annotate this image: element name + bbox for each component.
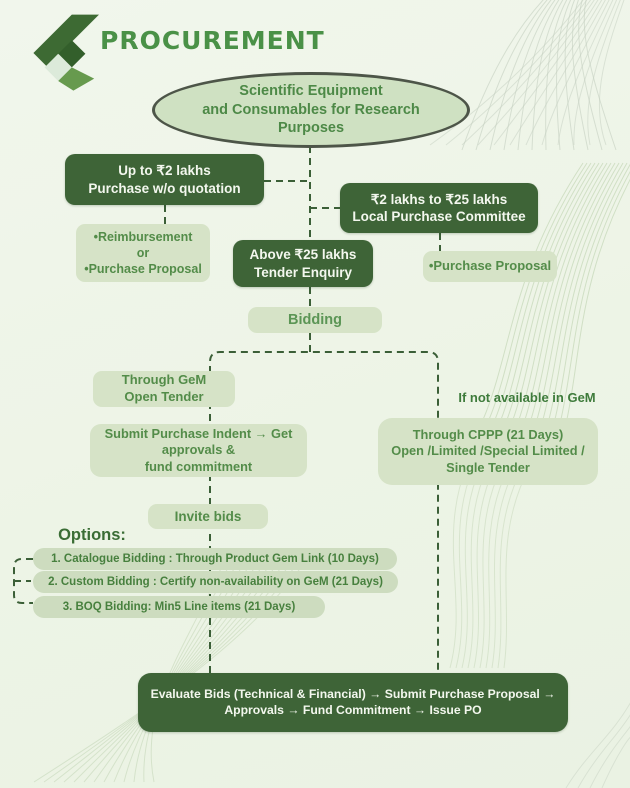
label-if-not-available-in-gem: If not available in GeM (458, 390, 596, 406)
node-submit-purchase-indent: Submit Purchase Indent → Get approvals &… (90, 424, 307, 477)
node-through-cppp: Through CPPP (21 Days) Open /Limited /Sp… (378, 418, 598, 485)
node-evaluate-bids-final: Evaluate Bids (Technical & Financial) → … (138, 673, 568, 732)
node-above-25-lakhs: Above ₹25 lakhs Tender Enquiry (233, 240, 373, 287)
node-upto-2-lakhs: Up to ₹2 lakhs Purchase w/o quotation (65, 154, 264, 205)
node-bidding: Bidding (248, 307, 382, 333)
node-invite-bids: Invite bids (148, 504, 268, 529)
node-through-gem: Through GeM Open Tender (93, 371, 235, 407)
node-purchase-proposal: •Purchase Proposal (423, 251, 557, 282)
node-root-scope: Scientific Equipment and Consumables for… (152, 72, 470, 148)
flutter-logo-icon (33, 14, 99, 91)
page-title: PROCUREMENT (100, 26, 325, 55)
label-options: Options: (58, 525, 126, 544)
option-catalogue-bidding: 1. Catalogue Bidding : Through Product G… (33, 548, 397, 570)
option-boq-bidding: 3. BOQ Bidding: Min5 Line items (21 Days… (33, 596, 325, 618)
option-custom-bidding: 2. Custom Bidding : Certify non-availabi… (33, 571, 398, 593)
connector-bidding-split (209, 351, 439, 673)
node-reimbursement-or-proposal: •Reimbursement or •Purchase Proposal (76, 224, 210, 282)
node-local-purchase-committee: ₹2 lakhs to ₹25 lakhs Local Purchase Com… (340, 183, 538, 233)
options-bracket (13, 558, 33, 604)
